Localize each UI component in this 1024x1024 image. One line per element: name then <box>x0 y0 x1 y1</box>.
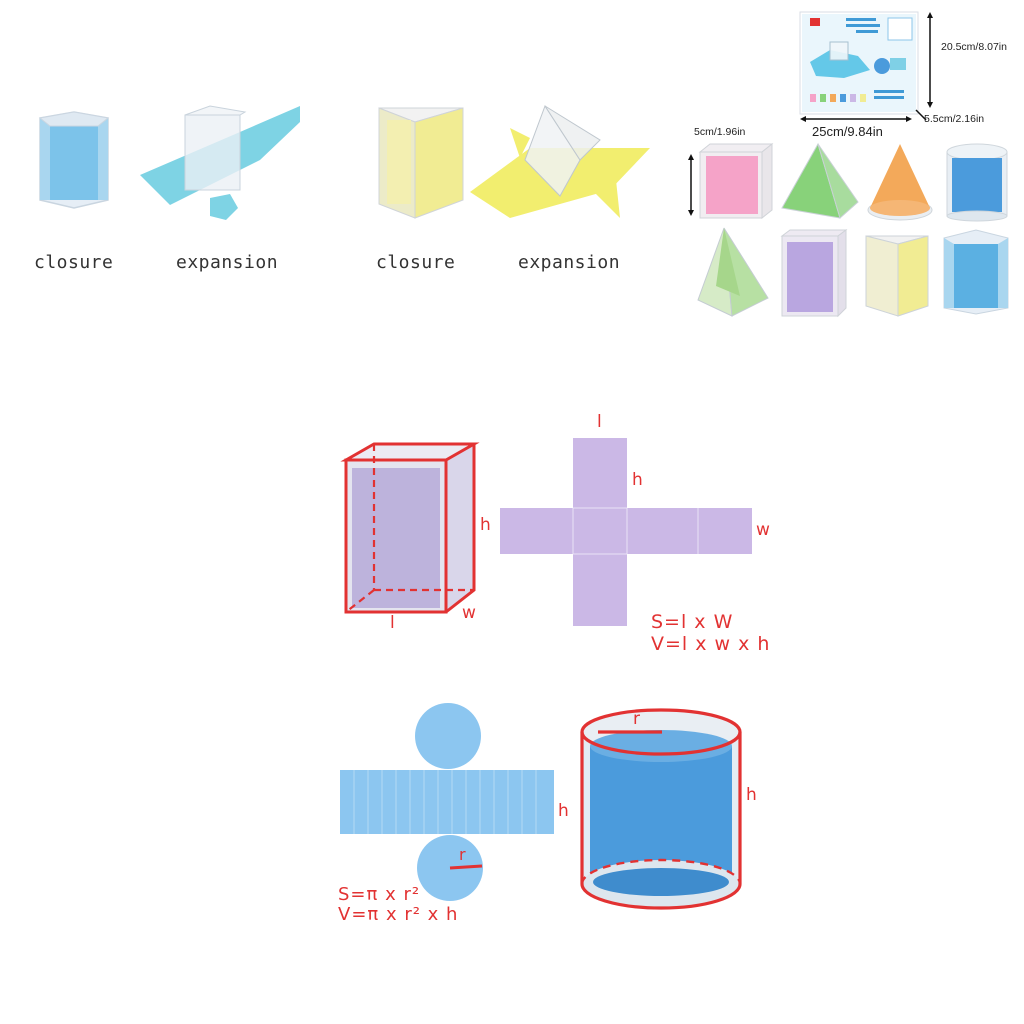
net-l-label: l <box>597 412 602 432</box>
cylinder-surface-formula: S=π x r² <box>338 884 421 905</box>
net-h-label: h <box>632 470 643 490</box>
net-w-label: w <box>756 520 770 540</box>
package-depth-label: 5.5cm/2.16in <box>924 113 985 125</box>
cuboid-volume-formula: V=l x w x h <box>651 633 771 655</box>
shape-size-arrow <box>688 154 694 216</box>
orange-cone-image <box>864 142 938 222</box>
cylinder-formulas: S=π x r² V=π x r² x h <box>338 885 458 925</box>
hex-prism-closed-image <box>30 108 118 212</box>
hex-prism-net-image <box>140 100 305 222</box>
package-height-arrow <box>927 12 933 108</box>
tri-prism-closed-image <box>375 104 467 222</box>
cylinder-net-image <box>340 702 556 906</box>
cyl-h-label: h <box>746 785 757 805</box>
cuboid-net-image <box>498 436 754 628</box>
package-depth-arrow <box>915 109 927 121</box>
tri-expansion-caption: expansion <box>518 252 621 273</box>
green-square-pyramid-image <box>696 226 770 318</box>
package-width-label: 25cm/9.84in <box>812 124 883 139</box>
cuboid-surface-formula: S=l x W <box>651 611 734 633</box>
cylinder-volume-formula: V=π x r² x h <box>338 904 459 925</box>
purple-cuboid-image <box>778 228 848 318</box>
green-pyramid-image <box>778 142 860 222</box>
package-height-label: 20.5cm/8.07in <box>941 41 1007 53</box>
cyl-r-label: r <box>633 709 640 729</box>
cuboid-wireframe-image <box>340 440 480 620</box>
cuboid-h-label: h <box>480 515 491 535</box>
blue-hex-prism-image <box>940 228 1012 316</box>
pink-cube-image <box>696 142 774 220</box>
cuboid-w-label: w <box>462 603 476 623</box>
cylinder-wireframe-image <box>578 706 744 914</box>
blue-cylinder-image <box>944 142 1010 222</box>
cyl-net-h-label: h <box>558 801 569 821</box>
package-box-image <box>799 11 919 115</box>
cyl-net-r-label: r <box>459 845 466 864</box>
package-width-arrow <box>800 116 912 122</box>
hex-expansion-caption: expansion <box>176 252 279 273</box>
cuboid-l-label: l <box>390 613 395 633</box>
cuboid-formulas: S=l x W V=l x w x h <box>651 611 770 655</box>
tri-prism-net-image <box>470 100 650 228</box>
tri-closure-caption: closure <box>376 252 456 273</box>
hex-closure-caption: closure <box>34 252 114 273</box>
shape-size-label: 5cm/1.96in <box>694 126 746 138</box>
yellow-prism-image <box>862 230 932 318</box>
